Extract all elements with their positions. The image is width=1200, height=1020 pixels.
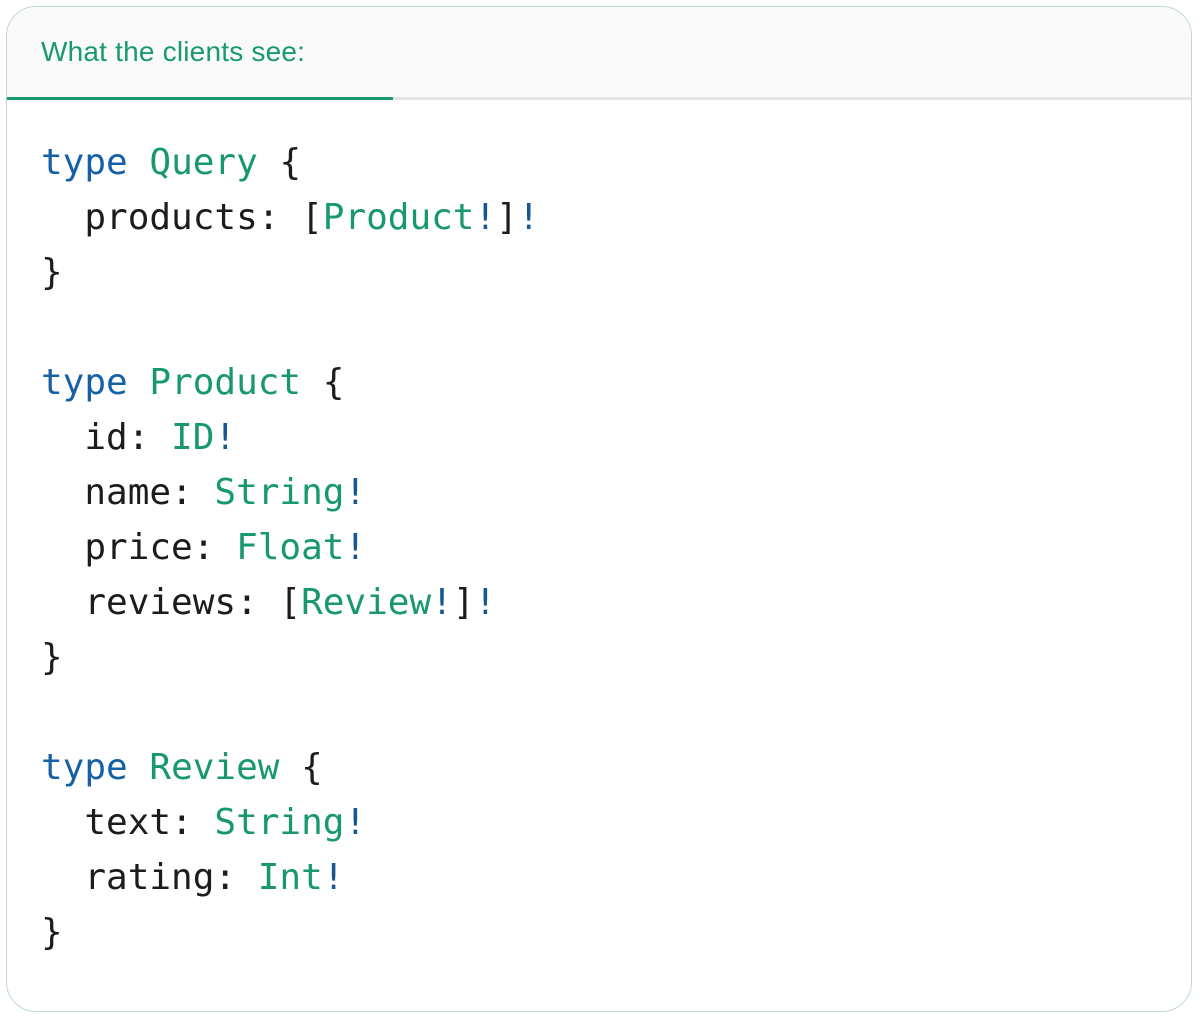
code-token — [128, 142, 150, 183]
code-token: Float — [236, 527, 345, 568]
code-token: ! — [474, 197, 497, 238]
code-token: ] — [452, 582, 475, 623]
code-token: { — [257, 142, 302, 183]
code-token: } — [41, 637, 63, 678]
code-token: ! — [474, 582, 497, 623]
code-token: type — [41, 747, 128, 788]
code-token: ! — [344, 472, 367, 513]
code-line: text: String! — [41, 795, 1161, 850]
code-line — [41, 300, 1161, 355]
code-token: ! — [431, 582, 453, 623]
code-token: String — [214, 472, 345, 513]
code-token: ! — [344, 802, 367, 843]
code-line: } — [41, 905, 1161, 960]
code-line — [41, 685, 1161, 740]
code-token: ] — [496, 197, 518, 238]
code-token: ! — [517, 197, 540, 238]
code-line: products: [Product!]! — [41, 190, 1161, 245]
code-token: } — [41, 912, 63, 953]
code-token — [128, 747, 150, 788]
code-line: rating: Int! — [41, 850, 1161, 905]
code-token: Product — [322, 197, 475, 238]
code-token: ! — [344, 527, 367, 568]
code-token: text: — [41, 802, 215, 843]
code-line: } — [41, 245, 1161, 300]
code-line: type Query { — [41, 135, 1161, 190]
code-line: reviews: [Review!]! — [41, 575, 1161, 630]
code-token: } — [41, 252, 63, 293]
code-line: type Review { — [41, 740, 1161, 795]
code-token: { — [301, 362, 345, 403]
code-token: ID — [171, 417, 215, 458]
code-token: rating: — [41, 857, 258, 898]
code-token: Review — [149, 747, 280, 788]
code-token: products: [ — [41, 197, 323, 238]
code-token: type — [41, 362, 128, 403]
code-token: ! — [322, 857, 345, 898]
code-token: { — [279, 747, 323, 788]
code-line: price: Float! — [41, 520, 1161, 575]
code-line: id: ID! — [41, 410, 1161, 465]
code-panel: What the clients see: type Query { produ… — [6, 6, 1192, 1012]
code-line: type Product { — [41, 355, 1161, 410]
code-token: reviews: [ — [41, 582, 302, 623]
code-token: id: — [41, 417, 172, 458]
code-token: ! — [214, 417, 237, 458]
code-block: type Query { products: [Product!]!} type… — [7, 100, 1191, 960]
code-token — [128, 362, 150, 403]
code-token: type — [41, 142, 128, 183]
code-token: Product — [149, 362, 302, 403]
tab-what-the-clients-see[interactable]: What the clients see: — [7, 7, 393, 100]
tab-label: What the clients see: — [41, 36, 306, 67]
code-token: Int — [257, 857, 323, 898]
code-token: name: — [41, 472, 215, 513]
code-token: Review — [301, 582, 432, 623]
code-token: String — [214, 802, 345, 843]
code-line: } — [41, 630, 1161, 685]
code-token: price: — [41, 527, 237, 568]
tab-bar: What the clients see: — [7, 7, 1191, 100]
code-line: name: String! — [41, 465, 1161, 520]
code-token: Query — [149, 142, 258, 183]
